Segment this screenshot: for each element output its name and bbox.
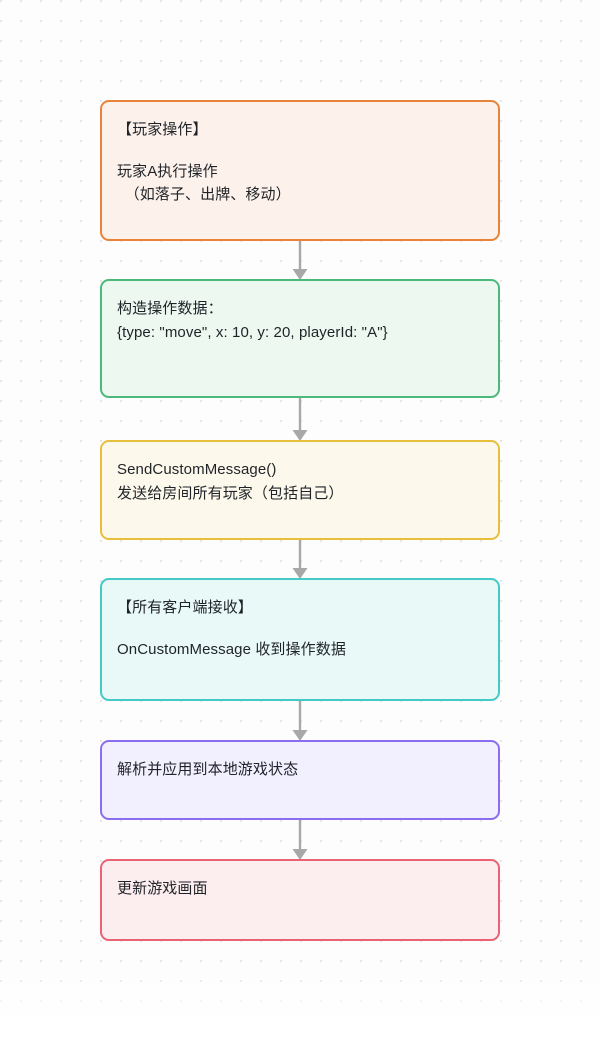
node-all-clients-receive[interactable]: 【所有客户端接收】 OnCustomMessage 收到操作数据 xyxy=(100,578,500,701)
arrow-send-message-to-all-clients xyxy=(292,540,308,579)
node-player-action-line-1: 【玩家操作】 xyxy=(117,121,208,138)
node-player-action-line-2: 玩家A执行操作 xyxy=(117,162,218,180)
arrow-all-clients-to-apply-state xyxy=(292,701,308,741)
arrow-player-action-to-build-payload xyxy=(292,241,308,280)
node-build-operation-data-line-1: 构造操作数据： xyxy=(117,300,223,317)
node-apply-to-local-game-state-line-1: 解析并应用到本地游戏状态 xyxy=(117,761,299,778)
node-apply-to-local-game-state[interactable]: 解析并应用到本地游戏状态 xyxy=(100,740,500,820)
node-build-operation-data[interactable]: 构造操作数据： {type: "move", x: 10, y: 20, play… xyxy=(100,279,500,398)
node-send-custom-message[interactable]: SendCustomMessage() 发送给房间所有玩家（包括自己） xyxy=(100,440,500,540)
node-build-operation-data-line-2: {type: "move", x: 10, y: 20, playerId: "… xyxy=(117,323,388,341)
node-player-action[interactable]: 【玩家操作】玩家A执行操作 （如落子、出牌、移动） xyxy=(100,100,500,241)
arrow-apply-state-to-update-screen xyxy=(292,820,308,860)
node-player-action-line-3: （如落子、出牌、移动） xyxy=(117,186,291,204)
node-update-game-screen[interactable]: 更新游戏画面 xyxy=(100,859,500,941)
node-send-custom-message-line-2: 发送给房间所有玩家（包括自己） xyxy=(117,484,344,502)
grid-fade-overlay xyxy=(0,970,600,1040)
arrow-build-payload-to-send-message xyxy=(292,398,308,441)
node-all-clients-receive-line-1: 【所有客户端接收】 xyxy=(117,599,253,616)
node-send-custom-message-line-1: SendCustomMessage() xyxy=(117,461,277,478)
node-update-game-screen-line-1: 更新游戏画面 xyxy=(117,880,208,897)
node-all-clients-receive-line-2: OnCustomMessage 收到操作数据 xyxy=(117,640,346,658)
